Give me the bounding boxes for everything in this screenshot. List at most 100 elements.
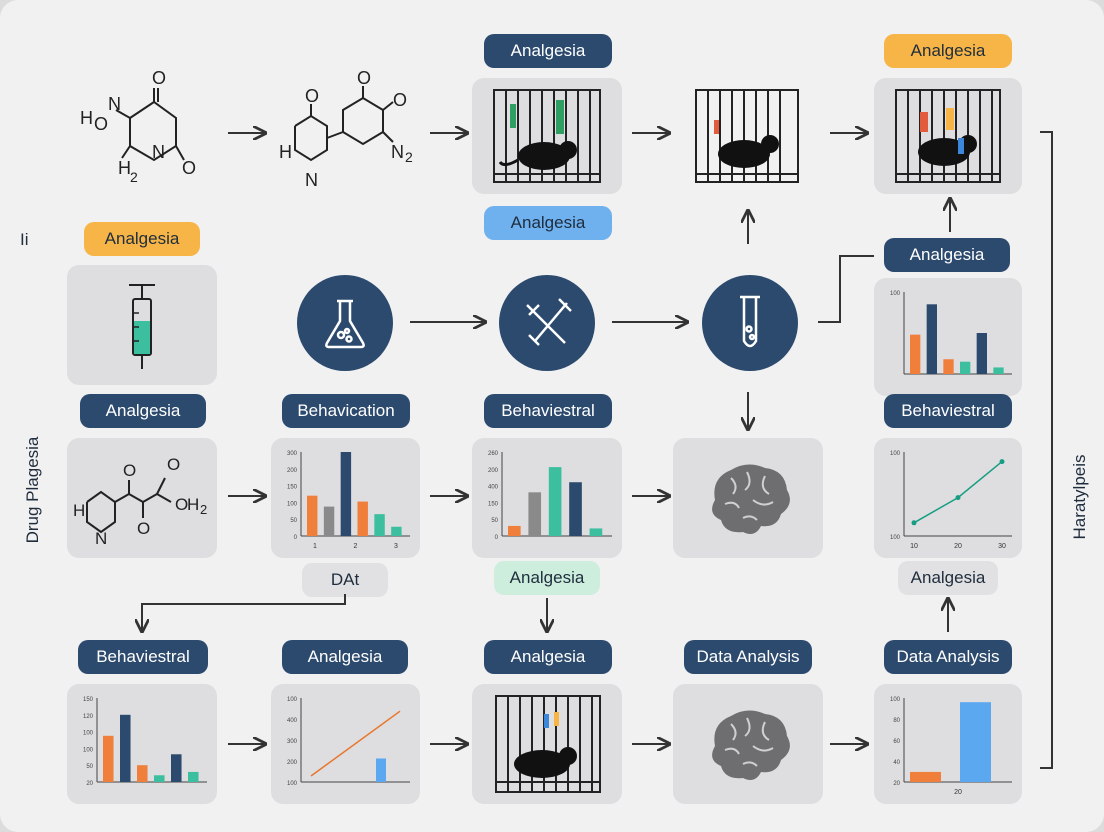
bar bbox=[910, 334, 921, 374]
bar bbox=[323, 506, 335, 536]
bar bbox=[120, 714, 131, 782]
y-tick-label: 100 bbox=[890, 451, 901, 457]
bar bbox=[391, 526, 402, 536]
bar bbox=[993, 367, 1004, 374]
y-tick-label: 40 bbox=[893, 760, 900, 766]
bar bbox=[976, 333, 987, 374]
label-behaviestral: Behaviestral bbox=[78, 640, 208, 674]
y-tick-label: 300 bbox=[287, 739, 298, 745]
atom: N bbox=[95, 529, 107, 548]
flask-icon bbox=[297, 275, 393, 371]
atom: N bbox=[391, 142, 404, 162]
bar bbox=[154, 775, 165, 782]
y-tick-label: 120 bbox=[83, 714, 94, 720]
x-tick-label: 1 bbox=[313, 543, 317, 550]
y-tick-label: 50 bbox=[86, 764, 93, 770]
y-tick-label: 100 bbox=[83, 731, 94, 737]
label-analgesia: Analgesia bbox=[80, 394, 206, 428]
side-label-top: Ii bbox=[20, 230, 29, 249]
y-tick-label: 50 bbox=[290, 518, 297, 524]
atom: H bbox=[118, 158, 131, 178]
cage-mouse-illustration bbox=[495, 695, 601, 793]
chart-card: 100 400 300 200 100 bbox=[271, 684, 420, 804]
molecule-1: O H O N N O H 2 bbox=[72, 70, 212, 200]
bar bbox=[340, 452, 352, 536]
syringe-card bbox=[67, 265, 217, 385]
data-point bbox=[955, 495, 961, 501]
y-tick-label: 200 bbox=[287, 760, 298, 766]
y-tick-label: 100 bbox=[83, 747, 94, 753]
atom: O bbox=[182, 158, 196, 178]
bar bbox=[374, 514, 385, 536]
x-tick-label: 10 bbox=[910, 543, 918, 550]
series-line bbox=[913, 461, 1003, 524]
x-tick-label: 30 bbox=[998, 543, 1006, 550]
y-tick-label: 100 bbox=[287, 781, 298, 787]
y-tick-label: 100 bbox=[287, 697, 298, 703]
bar bbox=[376, 758, 386, 782]
bar bbox=[357, 501, 368, 536]
x-tick-label: 20 bbox=[954, 789, 962, 796]
cage-card bbox=[472, 78, 622, 194]
atom: N bbox=[152, 142, 165, 162]
atom: O bbox=[393, 90, 407, 110]
y-tick-label: 400 bbox=[287, 718, 298, 724]
y-tick-label: 200 bbox=[488, 468, 499, 474]
atom: O bbox=[167, 455, 180, 474]
x-tick-label: 3 bbox=[394, 543, 398, 550]
chart-card: 100 bbox=[874, 278, 1022, 396]
label-analgesia: Analgesia bbox=[484, 640, 612, 674]
atom: O bbox=[137, 519, 150, 538]
molecule-3: O O H N O O H 2 bbox=[73, 455, 207, 548]
label-data-analysis: Data Analysis bbox=[684, 640, 812, 674]
bar bbox=[137, 765, 148, 782]
atom: 2 bbox=[405, 149, 413, 165]
x-tick-label: 20 bbox=[954, 543, 962, 550]
data-point bbox=[911, 520, 917, 526]
y-tick-label: 80 bbox=[893, 718, 900, 724]
label-analgesia: Analgesia bbox=[484, 34, 612, 68]
line-chart: 100 400 300 200 100 bbox=[287, 697, 410, 787]
bar bbox=[528, 492, 542, 536]
bar bbox=[589, 528, 603, 536]
label-behaviestral: Behaviestral bbox=[484, 394, 612, 428]
bar bbox=[548, 467, 562, 536]
label-analgesia-mint: Analgesia bbox=[494, 561, 600, 595]
brain-icon bbox=[712, 464, 790, 534]
side-label-left: Drug Plagesia bbox=[23, 436, 42, 544]
atom: O bbox=[305, 86, 319, 106]
data-point bbox=[999, 459, 1005, 465]
brain-card bbox=[673, 684, 823, 804]
y-tick-label: 20 bbox=[86, 781, 93, 787]
connector-elbow bbox=[818, 255, 874, 323]
cage-card bbox=[472, 684, 622, 804]
bar bbox=[926, 304, 937, 374]
bar bbox=[103, 735, 114, 782]
y-tick-label: 150 bbox=[287, 485, 298, 491]
connector-elbow bbox=[142, 594, 346, 630]
y-tick-label: 100 bbox=[890, 697, 901, 703]
bar bbox=[188, 771, 199, 782]
brain-card bbox=[673, 438, 823, 558]
side-label-right: Haratylpeis bbox=[1070, 454, 1089, 540]
bar bbox=[569, 482, 582, 536]
atom: O bbox=[123, 461, 136, 480]
bar bbox=[943, 359, 954, 374]
label-analgesia: Analgesia bbox=[282, 640, 408, 674]
x-tick-label: 2 bbox=[354, 543, 358, 550]
test-tube-icon bbox=[702, 275, 798, 371]
atom: N bbox=[108, 94, 121, 114]
y-tick-label: 20 bbox=[893, 781, 900, 787]
bar bbox=[960, 361, 971, 374]
label-behavication: Behavication bbox=[282, 394, 410, 428]
bar bbox=[910, 771, 941, 782]
atom: O bbox=[357, 70, 371, 88]
series-line bbox=[310, 710, 401, 777]
